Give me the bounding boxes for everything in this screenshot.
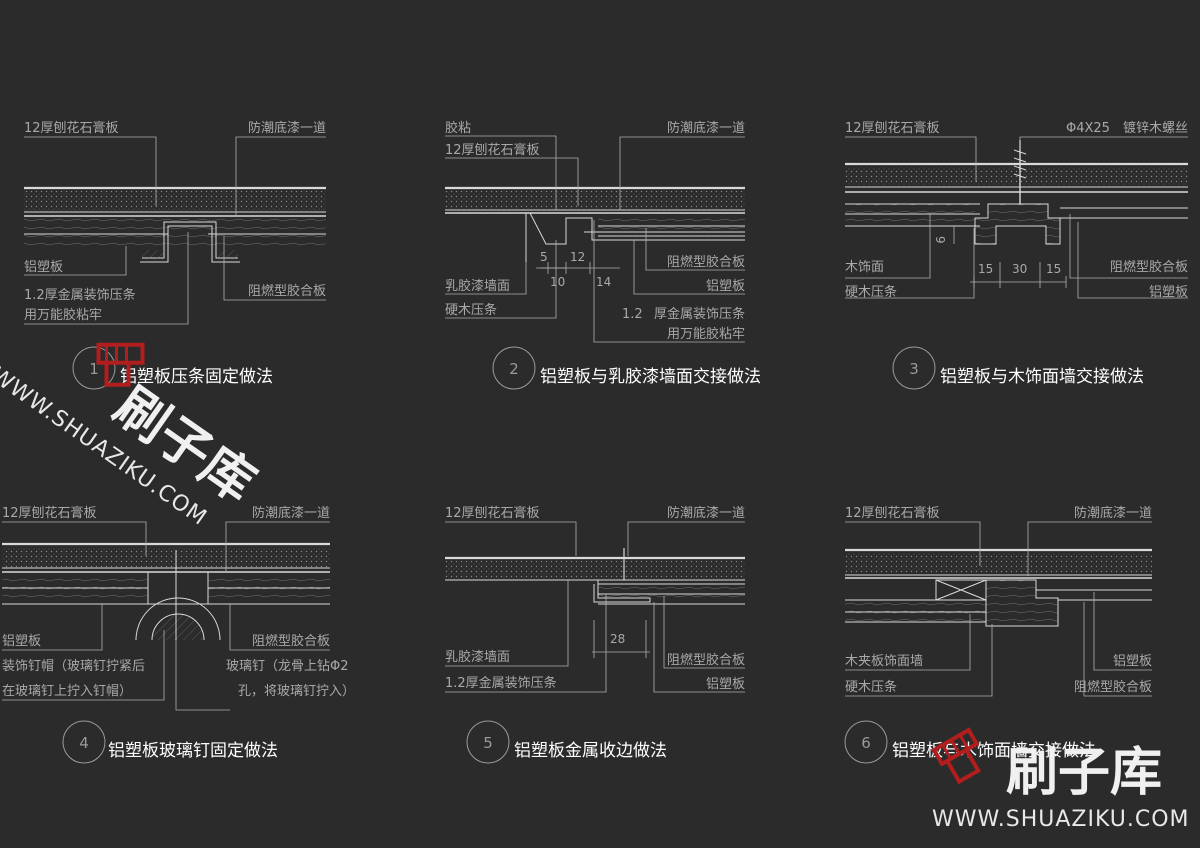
detail-caption: 铝塑板与乳胶漆墙面交接做法 <box>540 367 761 387</box>
label: 铝塑板 <box>706 279 745 294</box>
dimension-label: 10 <box>550 275 565 289</box>
label: 乳胶漆墙面 <box>445 649 510 665</box>
label: 1.2 <box>622 307 643 322</box>
detail-4-number-circle <box>62 720 106 764</box>
label: 防潮底漆一道 <box>667 120 745 136</box>
label: 防潮底漆一道 <box>252 505 330 521</box>
label: 硬木压条 <box>845 679 897 695</box>
label: 12厚刨花石膏板 <box>845 120 940 136</box>
label: 12厚刨花石膏板 <box>445 505 540 521</box>
detail-2-annotations: 胶粘 12厚刨花石膏板 防潮底漆一道 阻燃型胶合板 铝塑板 乳胶漆墙面 硬木压条… <box>445 120 761 387</box>
detail-1-drawing <box>24 136 326 325</box>
detail-caption: 铝塑板玻璃钉固定做法 <box>108 741 278 761</box>
detail-number: 2 <box>509 360 519 378</box>
label: 阻燃型胶合板 <box>248 283 326 299</box>
label: 厚金属装饰压条 <box>654 306 745 322</box>
paint-brush-icon <box>931 727 981 785</box>
label: 镀锌木螺丝 <box>1123 120 1188 136</box>
watermark-url: WWW.SHUAZIKU.COM <box>932 807 1190 832</box>
dimension-label: 28 <box>610 632 625 646</box>
dimension-label: 14 <box>596 275 611 289</box>
label: 阻燃型胶合板 <box>667 254 745 270</box>
detail-2-number-circle <box>492 346 536 390</box>
dimension-label: 5 <box>540 250 548 264</box>
label: 铝塑板 <box>24 260 63 275</box>
detail-number: 3 <box>909 360 919 378</box>
label: 1.2厚金属装饰压条 <box>445 675 557 691</box>
paint-brush-icon <box>96 342 145 387</box>
label: 阻燃型胶合板 <box>1110 259 1188 275</box>
detail-caption: 铝塑板金属收边做法 <box>514 741 667 761</box>
label: 铝塑板 <box>2 634 41 649</box>
label: 乳胶漆墙面 <box>445 278 510 294</box>
detail-number: 5 <box>483 734 493 752</box>
detail-number: 6 <box>861 734 871 752</box>
label: 防潮底漆一道 <box>248 120 326 136</box>
detail-2-drawing <box>445 135 745 343</box>
detail-5-number-circle <box>466 720 510 764</box>
label: Φ4X25 <box>1066 121 1110 136</box>
label: 用万能胶粘牢 <box>24 307 102 323</box>
detail-6-annotations: 12厚刨花石膏板 防潮底漆一道 木夹板饰面墙 硬木压条 铝塑板 阻燃型胶合板 6… <box>845 505 1152 761</box>
label: 12厚刨花石膏板 <box>445 142 540 158</box>
detail-4-annotations: 12厚刨花石膏板 防潮底漆一道 铝塑板 装饰钉帽（玻璃钉拧紧后 在玻璃钉上拧入钉… <box>2 505 355 761</box>
detail-4-drawing <box>2 521 330 711</box>
label: 铝塑板 <box>1113 654 1152 669</box>
label: 玻璃钉（龙骨上钻Φ2 <box>226 659 349 674</box>
label: 在玻璃钉上拧入钉帽） <box>2 683 132 699</box>
detail-5-annotations: 12厚刨花石膏板 防潮底漆一道 乳胶漆墙面 1.2厚金属装饰压条 阻燃型胶合板 … <box>445 505 745 761</box>
label: 铝塑板 <box>1149 285 1188 300</box>
label: 防潮底漆一道 <box>667 505 745 521</box>
detail-number: 4 <box>79 734 89 752</box>
label: 1.2厚金属装饰压条 <box>24 287 136 303</box>
detail-3-number-circle <box>892 346 936 390</box>
label: 12厚刨花石膏板 <box>845 505 940 521</box>
dimension-label: 30 <box>1012 262 1027 276</box>
detail-caption: 铝塑板与木饰面墙交接做法 <box>940 367 1144 387</box>
label: 硬木压条 <box>845 284 897 300</box>
label: 铝塑板 <box>706 677 745 692</box>
detail-1-annotations: 12厚刨花石膏板 防潮底漆一道 铝塑板 1.2厚金属装饰压条 用万能胶粘牢 阻燃… <box>24 120 326 387</box>
watermark-name: 刷子库 <box>1006 743 1162 803</box>
dimension-label: 12 <box>570 250 585 264</box>
label: 硬木压条 <box>445 302 497 318</box>
dimension-label: 15 <box>978 262 993 276</box>
label: 阻燃型胶合板 <box>1074 679 1152 695</box>
label: 木饰面 <box>845 260 884 275</box>
dimension-label: 15 <box>1046 262 1061 276</box>
detail-6-drawing <box>845 521 1152 697</box>
detail-caption: 铝塑板压条固定做法 <box>120 367 273 387</box>
label: 12厚刨花石膏板 <box>2 505 97 521</box>
dimension-label: 9 <box>933 236 947 244</box>
detail-1-number-circle <box>72 346 116 390</box>
detail-3-annotations: 12厚刨花石膏板 Φ4X25 镀锌木螺丝 木饰面 硬木压条 阻燃型胶合板 铝塑板… <box>845 120 1188 387</box>
label: 胶粘 <box>445 120 471 136</box>
detail-3-drawing <box>845 136 1188 299</box>
label: 防潮底漆一道 <box>1074 505 1152 521</box>
label: 孔，将玻璃钉拧入） <box>238 684 355 699</box>
watermark-corner: 刷子库 WWW.SHUAZIKU.COM <box>931 727 1190 832</box>
detail-6-number-circle <box>844 720 888 764</box>
detail-number: 1 <box>89 360 99 378</box>
label: 装饰钉帽（玻璃钉拧紧后 <box>2 658 145 674</box>
label: 阻燃型胶合板 <box>667 652 745 668</box>
label: 木夹板饰面墙 <box>845 654 923 669</box>
detail-5-drawing <box>445 521 745 693</box>
label: 用万能胶粘牢 <box>667 326 745 342</box>
label: 阻燃型胶合板 <box>252 633 330 649</box>
label: 12厚刨花石膏板 <box>24 120 119 136</box>
